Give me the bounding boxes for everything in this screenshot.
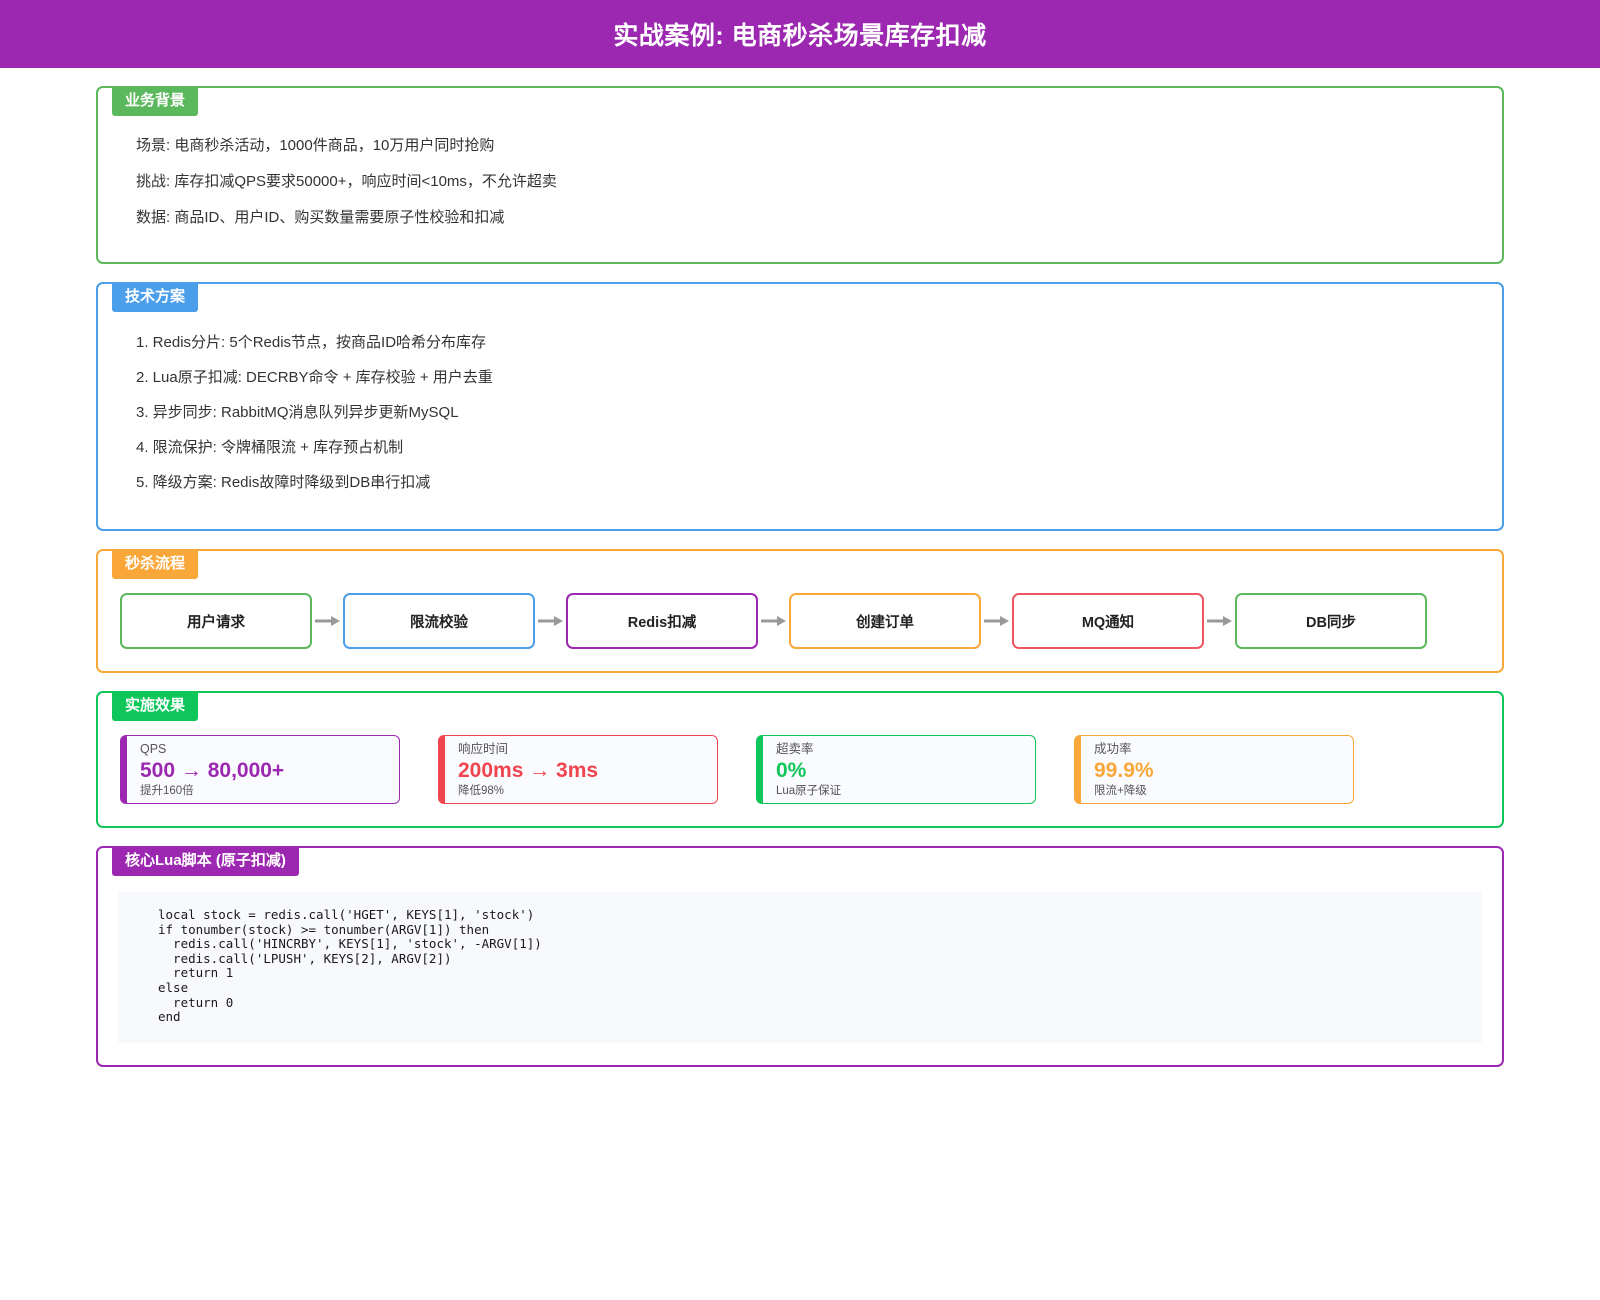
solution-item: 4. 限流保护: 令牌桶限流 + 库存预占机制 — [136, 439, 404, 456]
metric-note: Lua原子保证 — [776, 785, 842, 797]
section-tag-technical-solution: 技术方案 — [112, 282, 199, 312]
metric-note: 降低98% — [458, 785, 505, 797]
section-tag-business-background: 业务背景 — [112, 86, 199, 116]
lua-script-body: local stock = redis.call('HGET', KEYS[1]… — [98, 848, 1502, 1065]
metric-note: 提升160倍 — [140, 785, 194, 797]
section-technical-solution: 技术方案 1. Redis分片: 5个Redis节点，按商品ID哈希分布库存 2… — [96, 282, 1504, 531]
flow-arrow-icon — [535, 615, 566, 627]
section-business-background: 业务背景 场景: 电商秒杀活动，1000件商品，10万用户同时抢购 挑战: 库存… — [96, 86, 1504, 264]
metric-value: 99.9% — [1094, 759, 1154, 782]
flow-step-box: MQ通知 — [1012, 593, 1204, 649]
flow-step-box: 创建订单 — [789, 593, 981, 649]
metric-card: 超卖率 0% Lua原子保证 — [756, 735, 1036, 804]
section-lua-script: 核心Lua脚本 (原子扣减) local stock = redis.call(… — [96, 846, 1504, 1067]
section-tag-lua-script: 核心Lua脚本 (原子扣减) — [112, 846, 299, 876]
flow-arrow-icon — [981, 615, 1012, 627]
background-line: 挑战: 库存扣减QPS要求50000+，响应时间<10ms，不允许超卖 — [136, 173, 557, 190]
background-line: 场景: 电商秒杀活动，1000件商品，10万用户同时抢购 — [136, 137, 495, 154]
metric-value: 200ms → 3ms — [458, 759, 599, 782]
section-tag-implementation-effects: 实施效果 — [112, 691, 199, 721]
metric-label: 响应时间 — [458, 742, 509, 756]
solution-item: 2. Lua原子扣减: DECRBY命令 + 库存校验 + 用户去重 — [136, 369, 493, 386]
metric-card: 响应时间 200ms → 3ms 降低98% — [438, 735, 718, 804]
flow-step-box: Redis扣减 — [566, 593, 758, 649]
background-line: 数据: 商品ID、用户ID、购买数量需要原子性校验和扣减 — [136, 209, 505, 226]
flow-arrow-icon — [312, 615, 343, 627]
business-background-body: 场景: 电商秒杀活动，1000件商品，10万用户同时抢购 挑战: 库存扣减QPS… — [98, 88, 1502, 262]
metric-card: QPS 500 → 80,000+ 提升160倍 — [120, 735, 400, 804]
metric-card-list: QPS 500 → 80,000+ 提升160倍 响应时间 200ms → 3m… — [98, 693, 1502, 826]
seckill-flow-diagram: 用户请求 限流校验 Redis扣减 创建订单 MQ通知 DB同步 — [98, 551, 1502, 671]
technical-solution-body: 1. Redis分片: 5个Redis节点，按商品ID哈希分布库存 2. Lua… — [98, 284, 1502, 529]
page-title: 实战案例: 电商秒杀场景库存扣减 — [613, 22, 987, 50]
metric-label: 超卖率 — [776, 742, 814, 756]
section-seckill-flow: 秒杀流程 用户请求 限流校验 Redis扣减 创建订单 MQ通知 DB同步 — [96, 549, 1504, 673]
flow-arrow-icon — [758, 615, 789, 627]
flow-arrow-icon — [1204, 615, 1235, 627]
solution-item: 3. 异步同步: RabbitMQ消息队列异步更新MySQL — [136, 404, 459, 421]
flow-step-box: 用户请求 — [120, 593, 312, 649]
section-tag-seckill-flow: 秒杀流程 — [112, 549, 199, 579]
metric-value: 500 → 80,000+ — [140, 759, 285, 782]
flow-step-box: 限流校验 — [343, 593, 535, 649]
page-content: 业务背景 场景: 电商秒杀活动，1000件商品，10万用户同时抢购 挑战: 库存… — [0, 68, 1600, 1067]
section-implementation-effects: 实施效果 QPS 500 → 80,000+ 提升160倍 响应时间 200ms… — [96, 691, 1504, 828]
metric-label: 成功率 — [1094, 742, 1132, 756]
lua-code-block: local stock = redis.call('HGET', KEYS[1]… — [118, 892, 1482, 1043]
solution-item: 5. 降级方案: Redis故障时降级到DB串行扣减 — [136, 474, 431, 491]
solution-item: 1. Redis分片: 5个Redis节点，按商品ID哈希分布库存 — [136, 334, 487, 351]
page-header: 实战案例: 电商秒杀场景库存扣减 — [0, 0, 1600, 68]
metric-value: 0% — [776, 759, 807, 782]
metric-card: 成功率 99.9% 限流+降级 — [1074, 735, 1354, 804]
metric-note: 限流+降级 — [1094, 785, 1147, 797]
metric-label: QPS — [140, 742, 167, 756]
flow-step-box: DB同步 — [1235, 593, 1427, 649]
